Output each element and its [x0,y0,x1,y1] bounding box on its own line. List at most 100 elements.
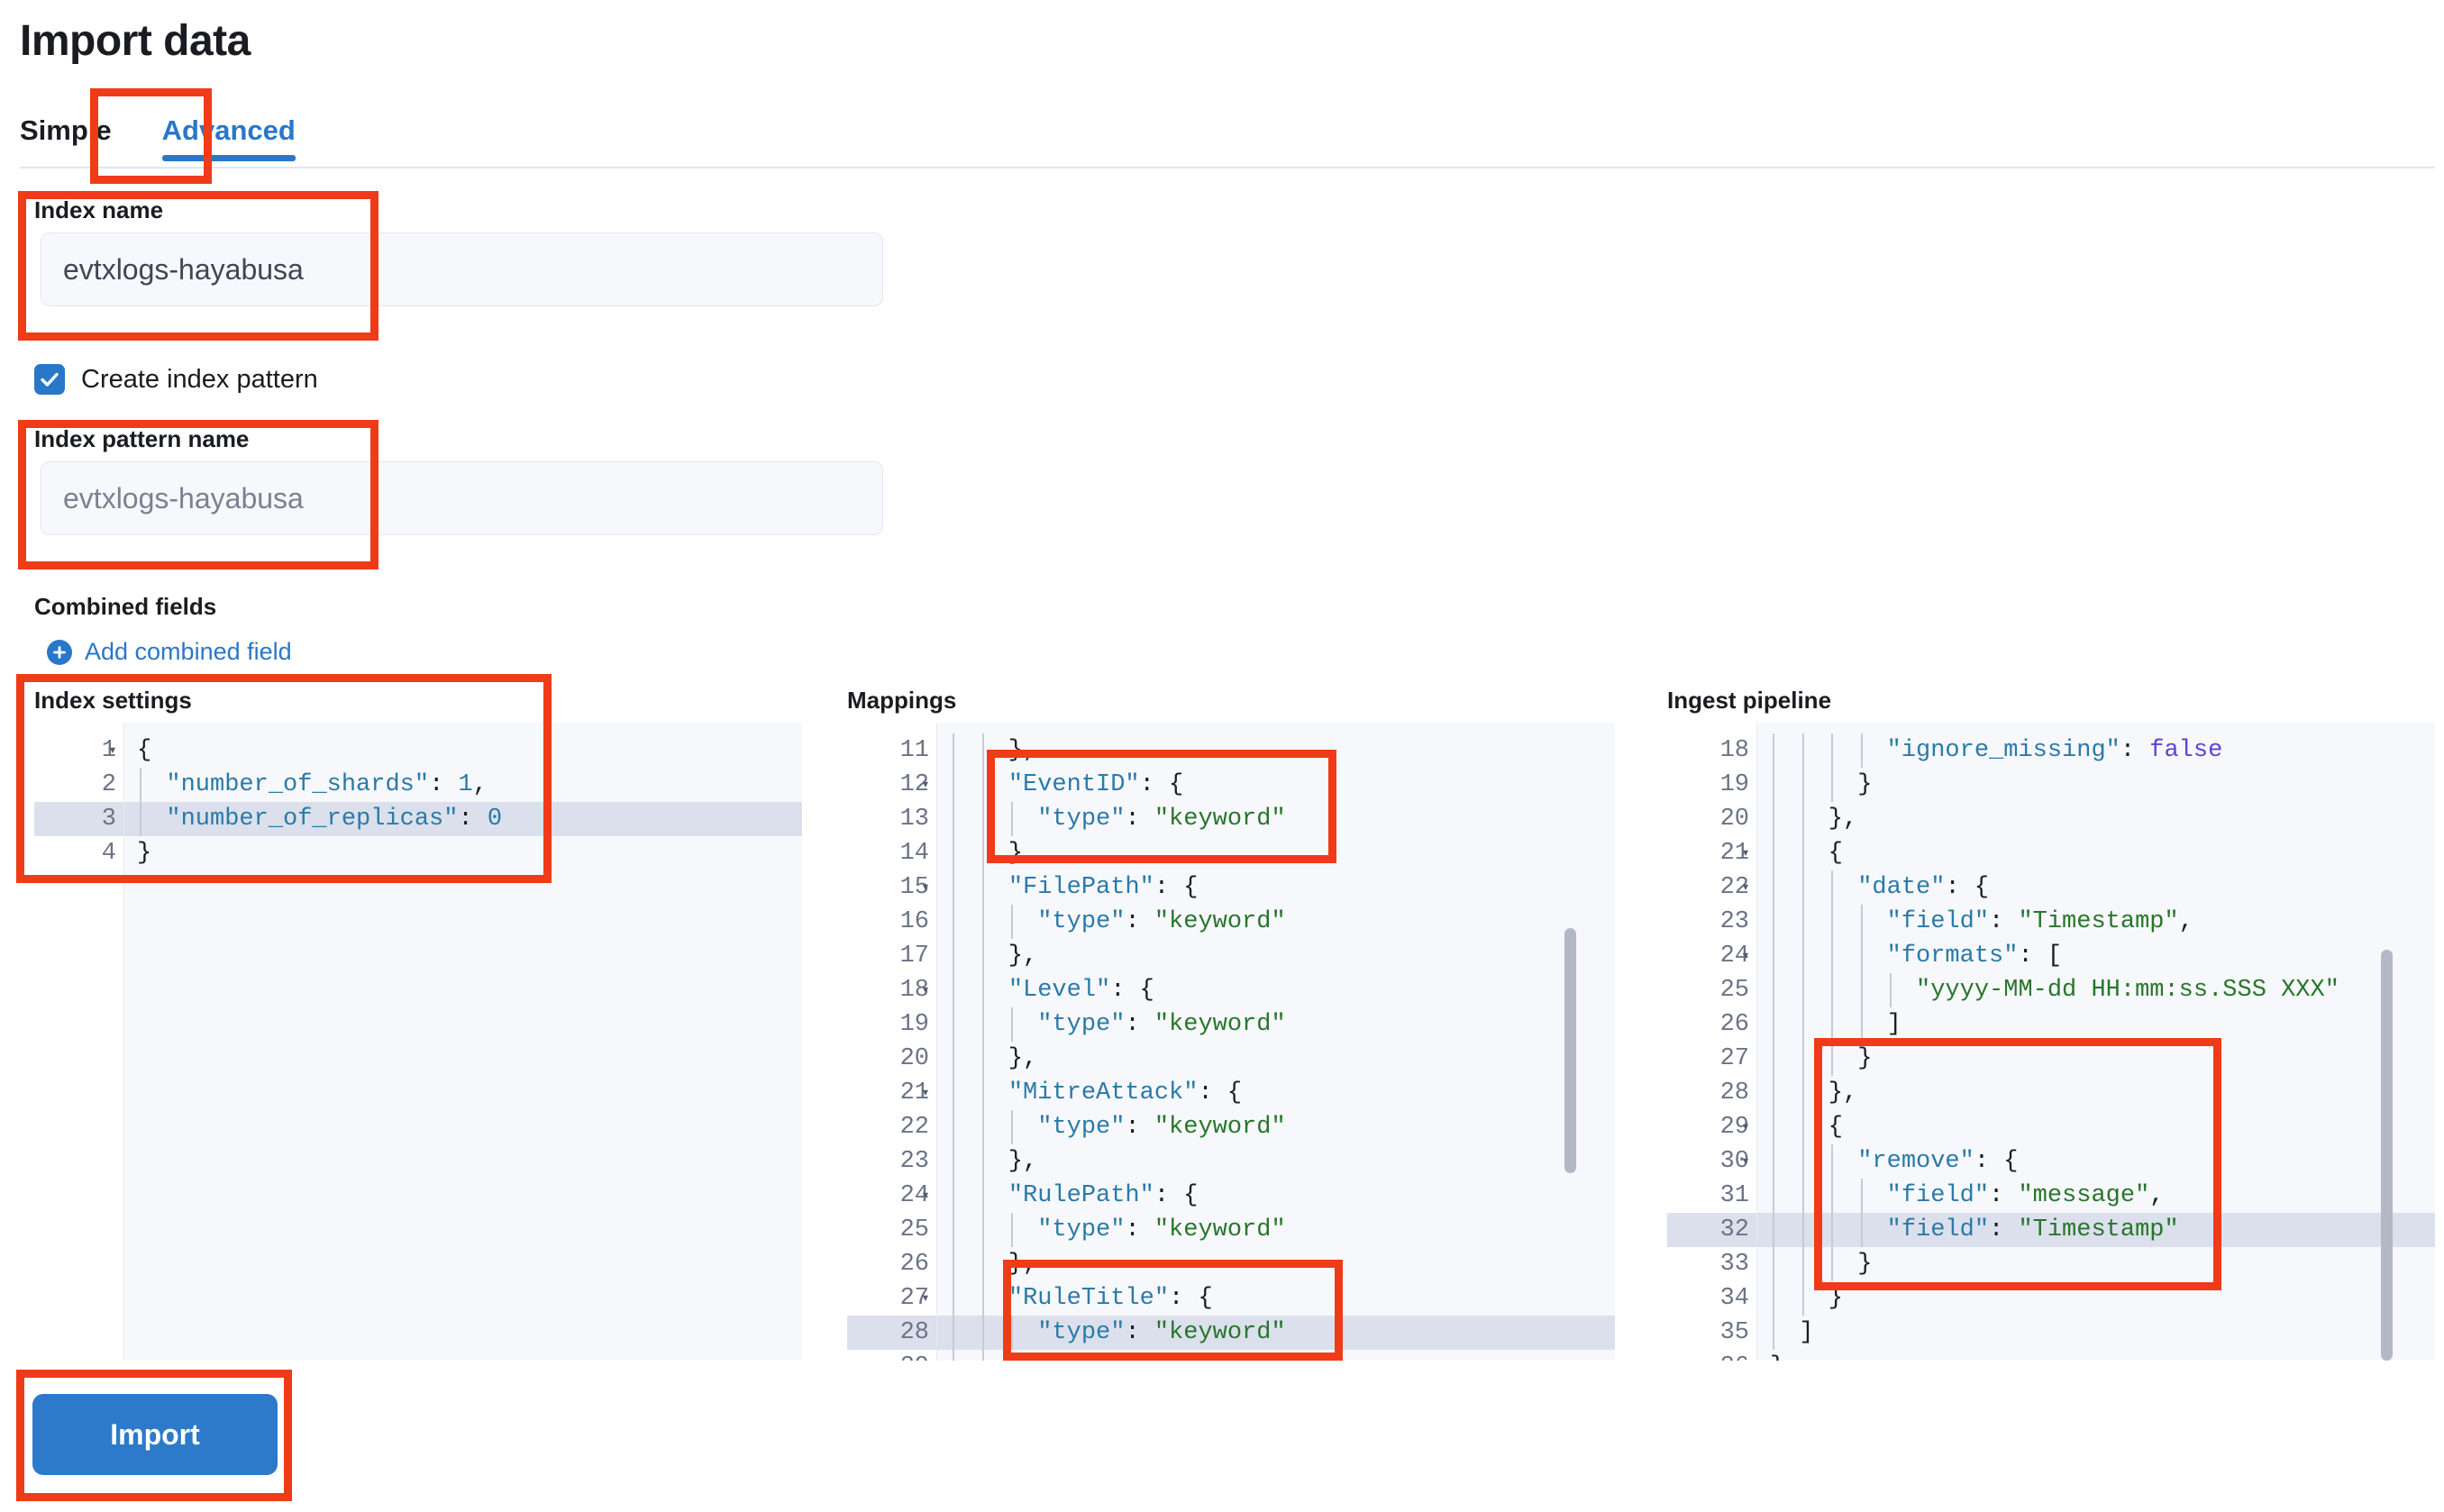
editor-code-line[interactable]: "Level": { [1008,977,1154,1004]
editor-code-line[interactable]: "RuleTitle": { [1008,1285,1213,1312]
fold-arrow-icon[interactable]: ▾ [1741,1119,1750,1135]
checkbox-checked-icon[interactable] [34,364,65,395]
editor-line-number: 11 [899,737,929,764]
editor-code-line[interactable]: { [1770,1114,1844,1141]
editor-code-line[interactable]: "EventID": { [1008,771,1184,798]
editor-code-line[interactable]: }, [950,943,1038,970]
ingest-pipeline-scrollbar[interactable] [2381,950,2393,1361]
indent-guide [1801,870,1804,905]
fold-arrow-icon[interactable]: ▾ [1741,1153,1750,1170]
editor-line-number: 34 [1719,1285,1749,1312]
editor-code-line[interactable]: } [1770,1350,1784,1361]
editor-code-line[interactable]: }, [1770,806,1858,833]
editor-code-line[interactable]: "number_of_shards": 1, [166,771,488,798]
editor-code-line[interactable]: "type": "keyword" [1037,806,1286,833]
indent-guide [981,1316,984,1350]
editor-code-line[interactable]: }, [950,1045,1038,1072]
editor-code-line[interactable]: "MitreAttack": { [1008,1079,1243,1107]
editor-code-line[interactable]: "remove": { [1857,1148,2019,1175]
fold-arrow-icon[interactable]: ▾ [921,777,930,793]
indent-guide [1773,1076,1774,1110]
indent-guide [953,1350,954,1361]
editor-code-line[interactable]: { [1770,840,1844,867]
index-settings-content[interactable]: { "number_of_shards": 1, "number_of_repl… [124,723,802,1361]
editor-code-line[interactable]: "RulePath": { [1008,1182,1199,1209]
fold-arrow-icon[interactable]: ▾ [1741,845,1750,861]
editor-code-line[interactable]: } [1770,1045,1873,1072]
editor-code-line[interactable]: } [1770,1251,1873,1278]
editor-code-line[interactable]: }, [950,1350,1037,1361]
add-combined-field-button[interactable]: Add combined field [47,638,292,666]
editor-code-line[interactable]: ] [1770,1319,1814,1346]
indent-guide [1831,870,1833,905]
tab-advanced-label: Advanced [161,114,296,146]
editor-line-number: 24 [899,1182,929,1209]
fold-arrow-icon[interactable]: ▾ [921,879,930,896]
fold-arrow-icon[interactable]: ▾ [921,1290,930,1307]
editor-code-line[interactable]: "formats": [ [1886,943,2063,970]
editor-code-line[interactable]: "yyyy-MM-dd HH:mm:ss.SSS XXX" [1916,977,2339,1004]
editor-code-line[interactable]: }, [1770,1079,1858,1107]
editor-code-line[interactable]: }, [950,1148,1038,1175]
indent-guide [1773,1007,1774,1042]
indent-guide [1831,1247,1833,1281]
editor-code-line[interactable]: "type": "keyword" [1037,1319,1286,1346]
fold-arrow-icon[interactable]: ▾ [1741,879,1750,896]
editor-code-line[interactable]: "type": "keyword" [1037,1011,1286,1038]
create-index-pattern-row[interactable]: Create index pattern [34,364,318,395]
mappings-content[interactable]: }, "EventID": { "type": "keyword" }, "Fi… [937,723,1615,1361]
editor-active-line [1667,1213,1756,1247]
editor-code-line[interactable]: "FilePath": { [1008,874,1199,901]
index-name-label: Index name [34,196,164,223]
editor-line-number: 21 [1719,840,1749,867]
editor-code-line[interactable]: { [137,737,152,764]
editor-code-line[interactable]: "type": "keyword" [1037,1114,1286,1141]
indent-guide [1860,1213,1863,1247]
indent-guide [1801,802,1804,836]
editor-line-number: 30 [1719,1148,1749,1175]
editor-code-line[interactable]: } [1770,1285,1844,1312]
editor-code-line[interactable]: ] [1770,1011,1901,1038]
fold-arrow-icon[interactable]: ▾ [1741,948,1750,964]
editor-code-line[interactable]: "type": "keyword" [1037,1216,1286,1243]
editor-code-line[interactable]: "type": "keyword" [1037,908,1286,935]
indent-guide [1831,1042,1833,1076]
editor-line-number: 26 [899,1251,929,1278]
editor-code-line[interactable]: "field": "Timestamp", [1886,908,2193,935]
fold-arrow-icon[interactable]: ▾ [108,742,117,759]
indent-guide [981,1281,984,1316]
editor-code-line[interactable]: } [1770,771,1873,798]
editor-line-number: 20 [1719,806,1749,833]
editor-code-line[interactable]: "ignore_missing": false [1886,737,2223,764]
indent-guide [953,1042,954,1076]
editor-code-line[interactable]: }, [950,1251,1038,1278]
editor-line-number: 25 [1719,977,1749,1004]
import-button[interactable]: Import [32,1394,278,1475]
tab-advanced[interactable]: Advanced [135,114,323,161]
fold-arrow-icon[interactable]: ▾ [921,982,930,998]
tab-active-underline [161,155,296,161]
editor-code-line[interactable]: } [137,840,152,867]
fold-arrow-icon[interactable]: ▾ [921,1085,930,1101]
editor-code-line[interactable]: "field": "Timestamp" [1886,1216,2179,1243]
editor-code-line[interactable]: "date": { [1857,874,1990,901]
mappings-scrollbar[interactable] [1564,928,1576,1173]
index-name-input[interactable]: evtxlogs-hayabusa [41,232,883,306]
editor-code-line[interactable]: }, [950,840,1038,867]
editor-code-line[interactable]: }, [950,737,1038,764]
indent-guide [981,1110,984,1144]
ingest-pipeline-content[interactable]: "ignore_missing": false } }, { "date": {… [1757,723,2435,1361]
tab-simple[interactable]: Simple [20,116,135,160]
fold-arrow-icon[interactable]: ▾ [921,1188,930,1204]
editor-code-line[interactable]: "number_of_replicas": 0 [166,806,503,833]
indent-guide [981,768,984,802]
indent-guide [1801,939,1804,973]
editor-code-line[interactable]: "field": "message", [1886,1182,2165,1209]
indent-guide [981,973,984,1007]
indent-guide [1801,1281,1804,1316]
index-pattern-name-input[interactable]: evtxlogs-hayabusa [41,461,883,535]
